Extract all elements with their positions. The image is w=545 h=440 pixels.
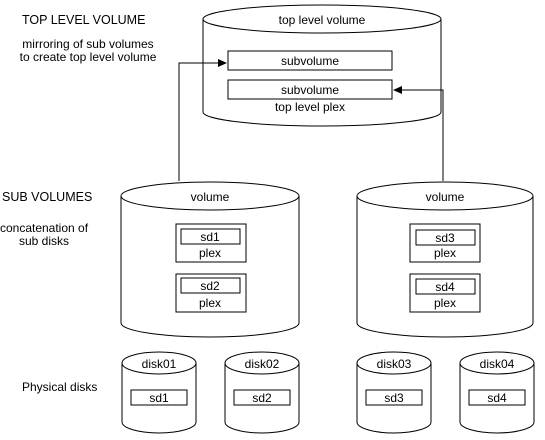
left-volume-cylinder: volume sd1 plex sd2 plex — [120, 181, 300, 338]
disk-name-disk04: disk04 — [480, 357, 515, 371]
disk-subdisk-box-sd3 — [365, 389, 423, 406]
arrow-right-volume-to-subvolume — [393, 86, 444, 181]
disk-name-disk02: disk02 — [245, 357, 280, 371]
subdisk-label-sd3: sd3 — [435, 231, 455, 245]
physical-disks-label: Physical disks — [22, 380, 97, 394]
disk-subdisk-box-sd4 — [468, 389, 526, 406]
subdisk-box-sd4 — [415, 278, 476, 295]
physical-disk-disk01: disk01 sd1 — [121, 351, 197, 434]
plex-label-right-2: plex — [434, 296, 456, 310]
physical-disk-disk04: disk04 sd4 — [459, 351, 535, 434]
subdisk-label-sd1: sd1 — [200, 230, 220, 244]
subdisk-box-sd3 — [415, 229, 476, 246]
concatenation-caption-line1: concatenation of — [0, 221, 89, 235]
sub-volumes-heading: SUB VOLUMES — [2, 190, 92, 204]
plex-label-right-1: plex — [434, 246, 456, 260]
subdisk-label-sd2: sd2 — [200, 279, 220, 293]
mirroring-caption-line1: mirroring of sub volumes — [22, 37, 153, 51]
right-volume-cylinder: volume sd3 plex sd4 plex — [356, 181, 534, 338]
disk-subdisk-label-sd1: sd1 — [149, 391, 169, 405]
subdisk-box-sd1 — [180, 228, 241, 245]
top-level-volume-cylinder: top level volume subvolume subvolume top… — [202, 4, 442, 127]
disk-name-disk03: disk03 — [377, 357, 412, 371]
subvolume-label-1: subvolume — [281, 54, 339, 68]
plex-label-left-2: plex — [199, 296, 221, 310]
arrow-left-volume-to-subvolume — [178, 59, 227, 181]
left-volume-title: volume — [191, 190, 230, 204]
top-level-plex-label: top level plex — [275, 100, 345, 114]
concatenation-caption-line2: sub disks — [19, 234, 69, 248]
disk-name-disk01: disk01 — [142, 357, 177, 371]
subdisk-box-sd2 — [180, 277, 241, 294]
disk-subdisk-label-sd2: sd2 — [252, 391, 272, 405]
subvolume-box-2 — [227, 79, 393, 100]
physical-disk-disk03: disk03 sd3 — [356, 351, 432, 434]
disk-subdisk-label-sd4: sd4 — [487, 391, 507, 405]
top-level-volume-heading: TOP LEVEL VOLUME — [22, 13, 145, 27]
disk-subdisk-box-sd2 — [233, 389, 291, 406]
subdisk-label-sd4: sd4 — [435, 280, 455, 294]
right-volume-title: volume — [426, 190, 465, 204]
subvolume-label-2: subvolume — [281, 83, 339, 97]
top-level-volume-title: top level volume — [279, 13, 366, 27]
mirroring-caption-line2: to create top level volume — [20, 50, 157, 64]
subvolume-box-1 — [227, 50, 393, 71]
plex-label-left-1: plex — [199, 246, 221, 260]
disk-subdisk-box-sd1 — [130, 389, 188, 406]
disk-subdisk-label-sd3: sd3 — [384, 391, 404, 405]
physical-disk-disk02: disk02 sd2 — [224, 351, 300, 434]
